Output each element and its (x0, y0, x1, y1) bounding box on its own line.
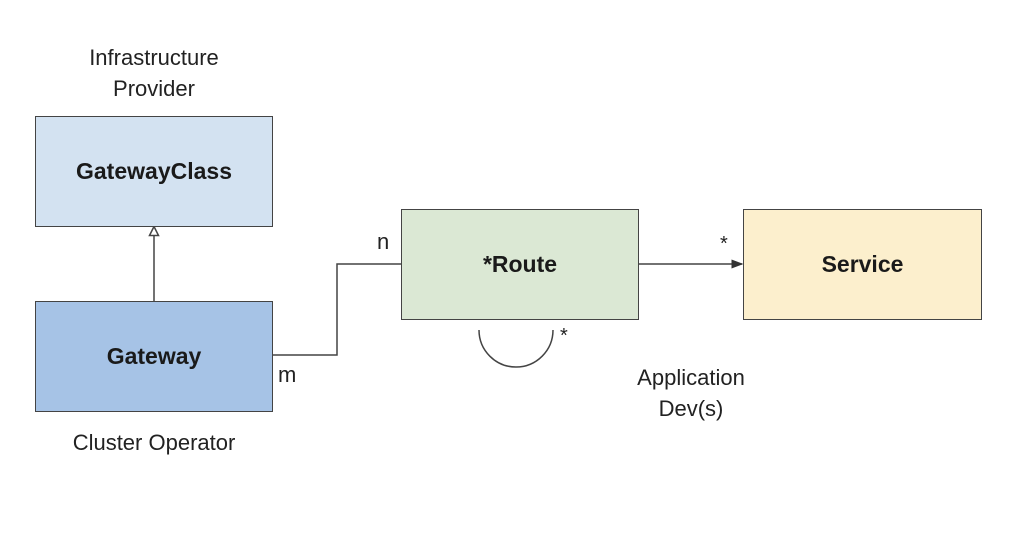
gateway-node[interactable]: Gateway (35, 301, 273, 412)
service-multiplicity: * (720, 233, 728, 255)
cluster-operator-label: Cluster Operator (72, 430, 236, 455)
route-self-reference-arc (478, 329, 554, 368)
role-line-2: Dev(s) (658, 396, 724, 421)
application-devs-label: Application Dev(s) (591, 362, 791, 424)
service-label: Service (821, 251, 904, 277)
gateway-multiplicity: m (278, 362, 297, 387)
role-line-1: Application (637, 365, 745, 390)
route-multiplicity: n (377, 229, 390, 254)
route-label: *Route (482, 251, 558, 277)
gatewayclass-node[interactable]: GatewayClass (35, 116, 273, 227)
role-line-1: Infrastructure (89, 45, 219, 70)
gateway-label: Gateway (106, 343, 202, 369)
service-node[interactable]: Service (743, 209, 982, 320)
role-line-2: Provider (113, 76, 195, 101)
gatewayclass-label: GatewayClass (76, 158, 232, 184)
gateway-to-route-line (273, 263, 402, 356)
route-self-multiplicity: * (560, 325, 568, 347)
infrastructure-provider-label: Infrastructure Provider (54, 42, 254, 104)
route-node[interactable]: *Route (401, 209, 639, 320)
